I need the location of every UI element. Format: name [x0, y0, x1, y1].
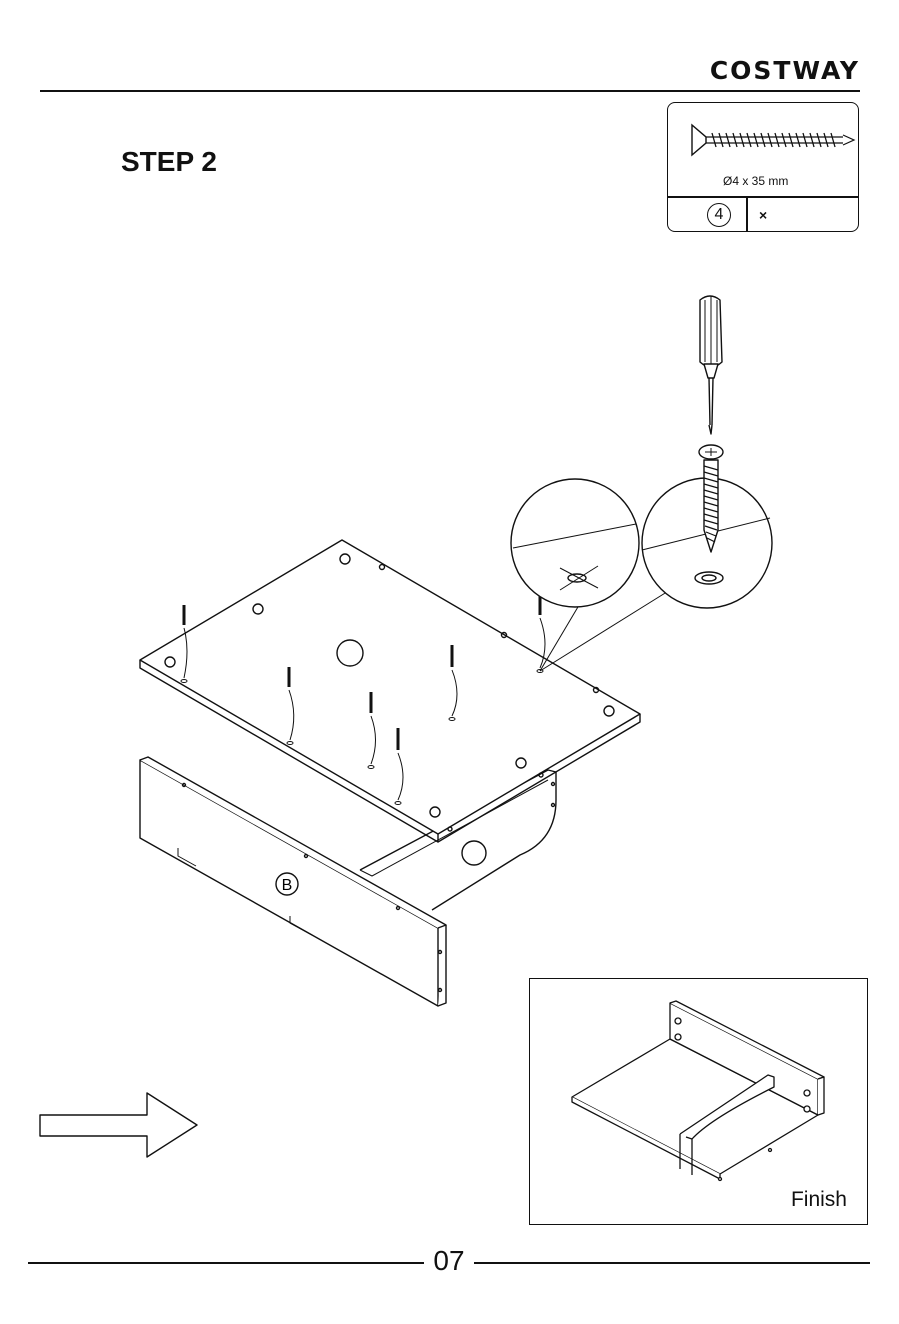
screwdriver-icon	[700, 296, 722, 434]
footer-rule-right	[474, 1262, 870, 1264]
panel-b-label-circle	[276, 873, 298, 895]
next-arrow	[40, 1093, 197, 1157]
finish-label: Finish	[791, 1188, 847, 1212]
page-number: 07	[428, 1245, 470, 1277]
finish-box: Finish	[529, 978, 868, 1225]
footer-rule-left	[28, 1262, 424, 1264]
detail-circle-before	[511, 479, 639, 607]
